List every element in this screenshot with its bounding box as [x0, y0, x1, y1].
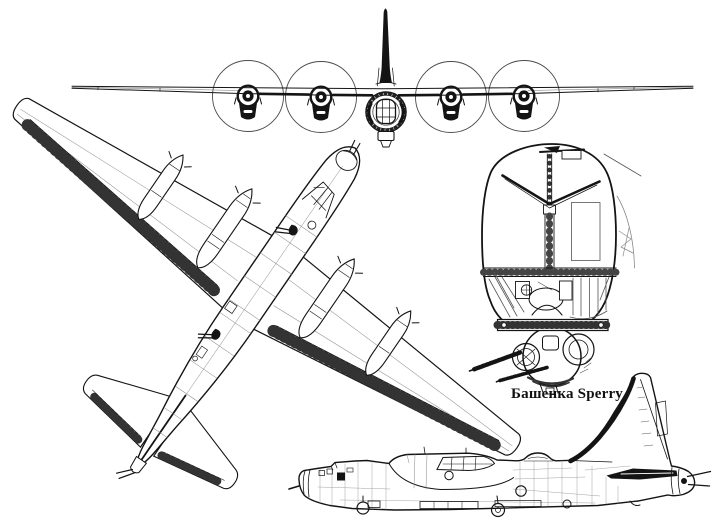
dome-panel — [571, 202, 601, 261]
dorsal-turret-side — [523, 456, 554, 462]
tail-turret-side — [667, 467, 712, 497]
background-fuselage-arc — [616, 195, 635, 269]
turret-mechanism — [515, 280, 573, 316]
turret-deck — [493, 318, 612, 332]
nose-turret-side — [288, 462, 354, 498]
turret-detail — [468, 143, 642, 395]
engine-nacelle-4 — [510, 84, 538, 120]
vertical-fin-front — [375, 8, 397, 87]
nacelles-plan — [137, 151, 420, 376]
plan-view — [12, 97, 522, 490]
fuselage-porthole — [515, 485, 527, 497]
front-view — [71, 8, 694, 148]
engine-nacelle-2 — [307, 85, 335, 121]
engine-nacelle-1 — [234, 84, 262, 120]
cockpit-canopy-side — [388, 446, 514, 491]
support-struts — [501, 174, 601, 209]
dorsal-turrets-plan — [197, 224, 298, 340]
landing-gear-side — [356, 495, 641, 518]
support-ring — [480, 267, 620, 320]
fuselage-front — [365, 91, 407, 148]
vertical-fin-side — [568, 376, 668, 464]
engine-nacelle-3 — [437, 85, 465, 121]
turret-caption: Башенка Sperry — [511, 386, 624, 402]
hoist-column — [539, 146, 585, 274]
ball-turret — [511, 326, 595, 395]
tailplane-side — [606, 468, 678, 480]
leader-line — [603, 153, 642, 177]
machine-gun-barrels — [468, 350, 549, 383]
propeller-discs — [212, 60, 560, 133]
tail-turret-plan — [115, 455, 148, 480]
side-view — [288, 372, 712, 518]
